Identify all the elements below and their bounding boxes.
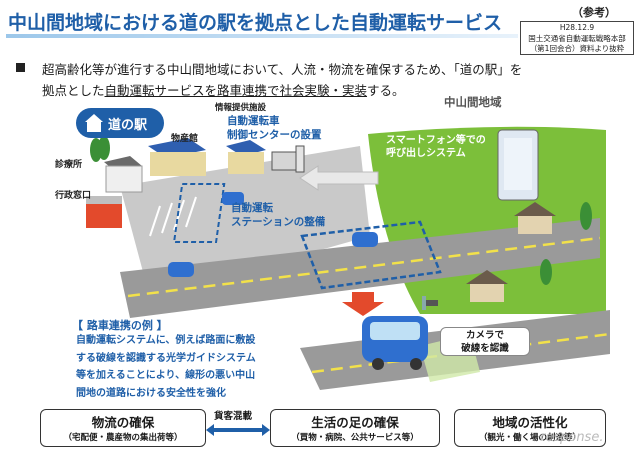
camera-callout: カメラで 破線を認識 [440,327,530,356]
station-description: 自動運転 ステーションの整備 [231,202,326,228]
vehicle-icon-3 [352,232,378,247]
reference-date: H28.12.9 [559,23,595,32]
clinic-label: 診療所 [55,160,83,170]
facility-heading: 情報提供施設 [215,103,267,113]
clinic-building [104,156,143,193]
mixed-cargo-label: 貨客混載 [214,411,253,422]
example-title: 【 路車連携の例 】 [72,319,168,332]
parking-lines [149,196,197,237]
info-facility-building [226,140,266,174]
reference-tag: （参考） [572,6,616,19]
house-icon-1 [514,202,556,234]
reference-org: 国土交通省自動運転戦略本部 [528,33,626,43]
house-sign-icon [85,114,103,132]
vehicle-icon-2 [168,262,194,277]
logistics-box: 物流の確保 （宅配便・農産物の集出荷等） [40,409,206,447]
bullet-square-icon [16,63,25,72]
reference-box: H28.12.9 国土交通省自動運転戦略本部 （第1回会合）資料より抜粋 [520,21,634,55]
bussankan-label: 物産館 [171,134,199,144]
bussankan-building [148,138,206,176]
lower-guide-line [311,332,611,374]
intro-underlined: 自動運転サービスを路車連携で社会実験・実装 [104,83,368,98]
double-arrow-icon [206,424,270,436]
computer-icon [271,145,305,173]
phone-system-text: スマートフォン等での 呼び出しシステム [386,135,486,159]
regional-vitalization-box: 地域の活性化 （観光・働く場の創造等） [454,409,606,447]
guide-line [127,236,601,298]
intro-line-1: 超高齢化等が進行する中山間地域において、人流・物流を確保するため、「道の駅」を [42,62,523,77]
station-dashed-box-2 [300,220,442,290]
title-underline [6,34,518,38]
station-dashed-box-1 [172,183,226,243]
intro-text: 超高齢化等が進行する中山間地域において、人流・物流を確保するため、「道の駅」を … [16,59,582,101]
down-arrow-icon [342,292,384,316]
office-building [86,196,122,228]
tree-icons [90,136,592,285]
michi-no-eki-badge: 道の駅 [76,108,164,138]
house-icon-2 [466,270,508,302]
region-label: 中山間地域 [444,95,502,109]
intro-line-2: 拠点とした自動運転サービスを路車連携で社会実験・実装する。 [42,83,405,98]
example-body: 自動運転システムに、例えば路面に敷設 する破線を認識する光学ガイドシステム 等を… [76,335,256,399]
page-title: 中山間地域における道の駅を拠点とした自動運転サービス [8,12,503,34]
reference-source: （第1回会合）資料より抜粋 [529,44,625,53]
satellite-icon [422,296,438,310]
call-arrow-icon [299,165,379,191]
smartphone-icon [497,129,539,201]
vehicle-icon-1 [222,192,244,205]
office-label: 行政窓口 [55,191,92,201]
watermark: response. [540,430,604,445]
facility-description: 自動運転車 制御センターの設置 [227,115,322,141]
daily-mobility-box: 生活の足の確保 （買物・病院、公共サービス等） [270,409,440,447]
autonomous-bus-icon [362,316,428,370]
